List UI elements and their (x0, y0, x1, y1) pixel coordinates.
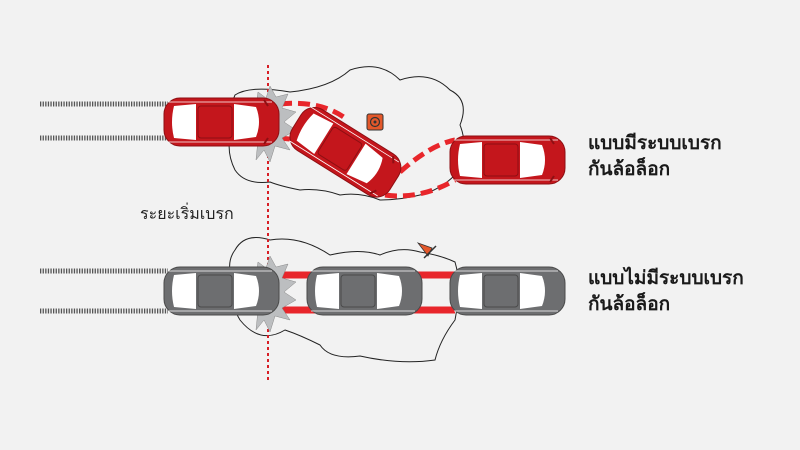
no-abs-label-line2: กันล้อล็อก (588, 293, 671, 315)
traffic-cone-icon (416, 242, 437, 259)
brake-start-label: ระยะเริ่มเบรก (140, 204, 234, 223)
no-abs-label-line1: แบบไม่มีระบบเบรก (588, 267, 744, 289)
no-abs-car-stopped (449, 266, 566, 316)
abs-label-line1: แบบมีระบบเบรก (588, 132, 722, 154)
abs-label-line2: กันล้อล็อก (588, 158, 671, 180)
abs-car-swerving (282, 100, 408, 205)
skid-scribble-bottom (229, 237, 459, 363)
skid-scribble-top (228, 66, 465, 201)
obstacle-box-icon (366, 113, 384, 131)
no-abs-car-sliding (306, 266, 423, 316)
abs-car-stopped (449, 135, 566, 185)
no-abs-label: แบบไม่มีระบบเบรก กันล้อล็อก (588, 265, 744, 317)
skid-marks (40, 101, 168, 314)
abs-track (279, 100, 457, 199)
no-abs-car-braking (163, 266, 280, 316)
abs-label: แบบมีระบบเบรก กันล้อล็อก (588, 130, 722, 182)
abs-car-braking (163, 97, 280, 147)
